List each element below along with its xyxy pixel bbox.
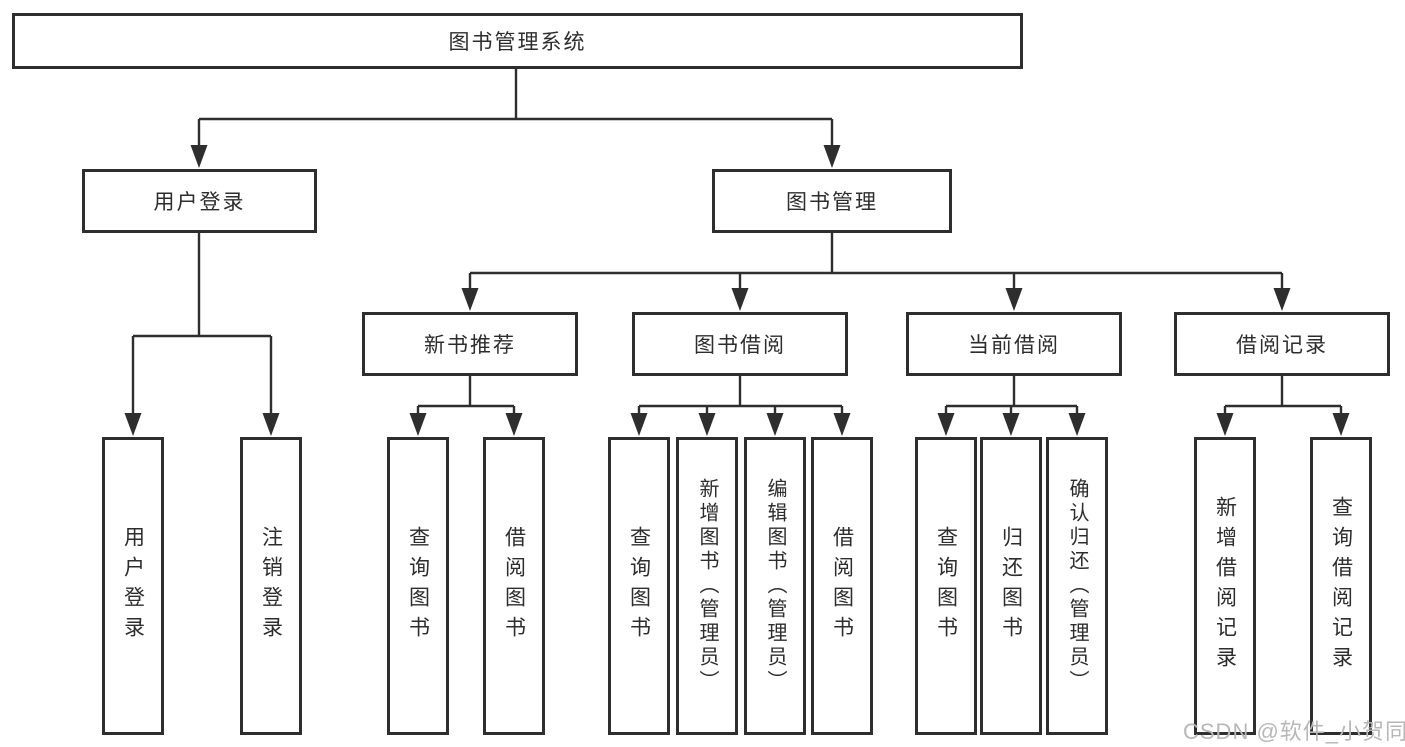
leaf-query-borrow-record: 查询借阅记录 bbox=[1310, 437, 1372, 735]
leaf-query-books: 查询图书 bbox=[608, 437, 670, 735]
node-label: 新书推荐 bbox=[424, 334, 516, 357]
node-current-borrowing: 当前借阅 bbox=[906, 312, 1122, 376]
node-borrowing-records: 借阅记录 bbox=[1174, 312, 1390, 376]
node-user-login: 用户登录 bbox=[82, 169, 317, 233]
leaf-borrow-books: 借阅图书 bbox=[483, 437, 545, 735]
node-label: 图书借阅 bbox=[694, 334, 786, 357]
node-library-management-system: 图书管理系统 bbox=[12, 13, 1023, 69]
node-label: 借阅记录 bbox=[1236, 334, 1328, 357]
leaf-edit-books-admin: 编辑图书（管理员） bbox=[744, 437, 806, 735]
node-new-book-recommendation: 新书推荐 bbox=[362, 312, 578, 376]
node-label: 图书管理系统 bbox=[448, 31, 587, 54]
leaf-user-login: 用户登录 bbox=[102, 437, 164, 735]
leaf-confirm-return-admin: 确认归还（管理员） bbox=[1046, 437, 1108, 735]
leaf-add-books-admin: 新增图书（管理员） bbox=[676, 437, 738, 735]
node-book-borrowing: 图书借阅 bbox=[632, 312, 848, 376]
node-label: 图书管理 bbox=[786, 191, 878, 214]
leaf-logout: 注销登录 bbox=[240, 437, 302, 735]
node-label: 当前借阅 bbox=[968, 334, 1060, 357]
leaf-add-borrow-record: 新增借阅记录 bbox=[1194, 437, 1256, 735]
node-label: 用户登录 bbox=[153, 191, 246, 214]
leaf-query-books: 查询图书 bbox=[387, 437, 449, 735]
leaf-return-books: 归还图书 bbox=[980, 437, 1042, 735]
csdn-watermark: CSDN @软件_小贺同学 bbox=[1183, 719, 1405, 744]
leaf-borrow-books: 借阅图书 bbox=[811, 437, 873, 735]
leaf-query-books: 查询图书 bbox=[915, 437, 977, 735]
node-book-management: 图书管理 bbox=[712, 169, 952, 233]
